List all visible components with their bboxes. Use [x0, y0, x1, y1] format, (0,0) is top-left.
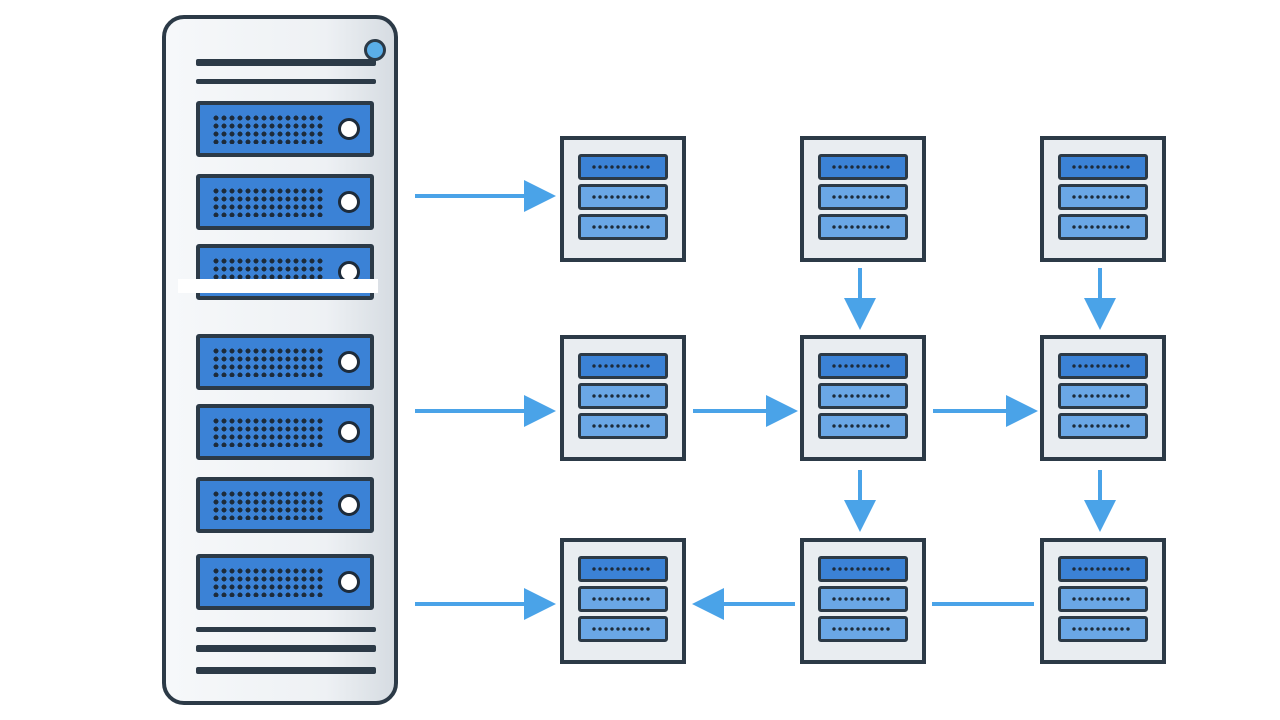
rack-vent-line — [196, 667, 376, 674]
server-node-r3c1 — [560, 538, 686, 664]
server-node-r3c3 — [1040, 538, 1166, 664]
rack-vent-line — [196, 645, 376, 652]
server-node-r3c2 — [800, 538, 926, 664]
server-node-r2c1 — [560, 335, 686, 461]
rack-status-led-icon — [364, 39, 386, 61]
rack-unit — [196, 174, 374, 230]
rack-unit — [196, 334, 374, 390]
rack-glare — [178, 279, 378, 293]
rack-vent-line — [196, 59, 376, 66]
server-node-r1c1 — [560, 136, 686, 262]
rack-vent-line — [196, 79, 376, 84]
rack-unit — [196, 101, 374, 157]
rack-unit — [196, 477, 374, 533]
server-rack — [162, 15, 398, 705]
server-node-r2c3 — [1040, 335, 1166, 461]
server-node-r1c2 — [800, 136, 926, 262]
rack-vent-line — [196, 627, 376, 632]
server-node-r2c2 — [800, 335, 926, 461]
rack-unit — [196, 404, 374, 460]
server-node-r1c3 — [1040, 136, 1166, 262]
rack-unit — [196, 554, 374, 610]
